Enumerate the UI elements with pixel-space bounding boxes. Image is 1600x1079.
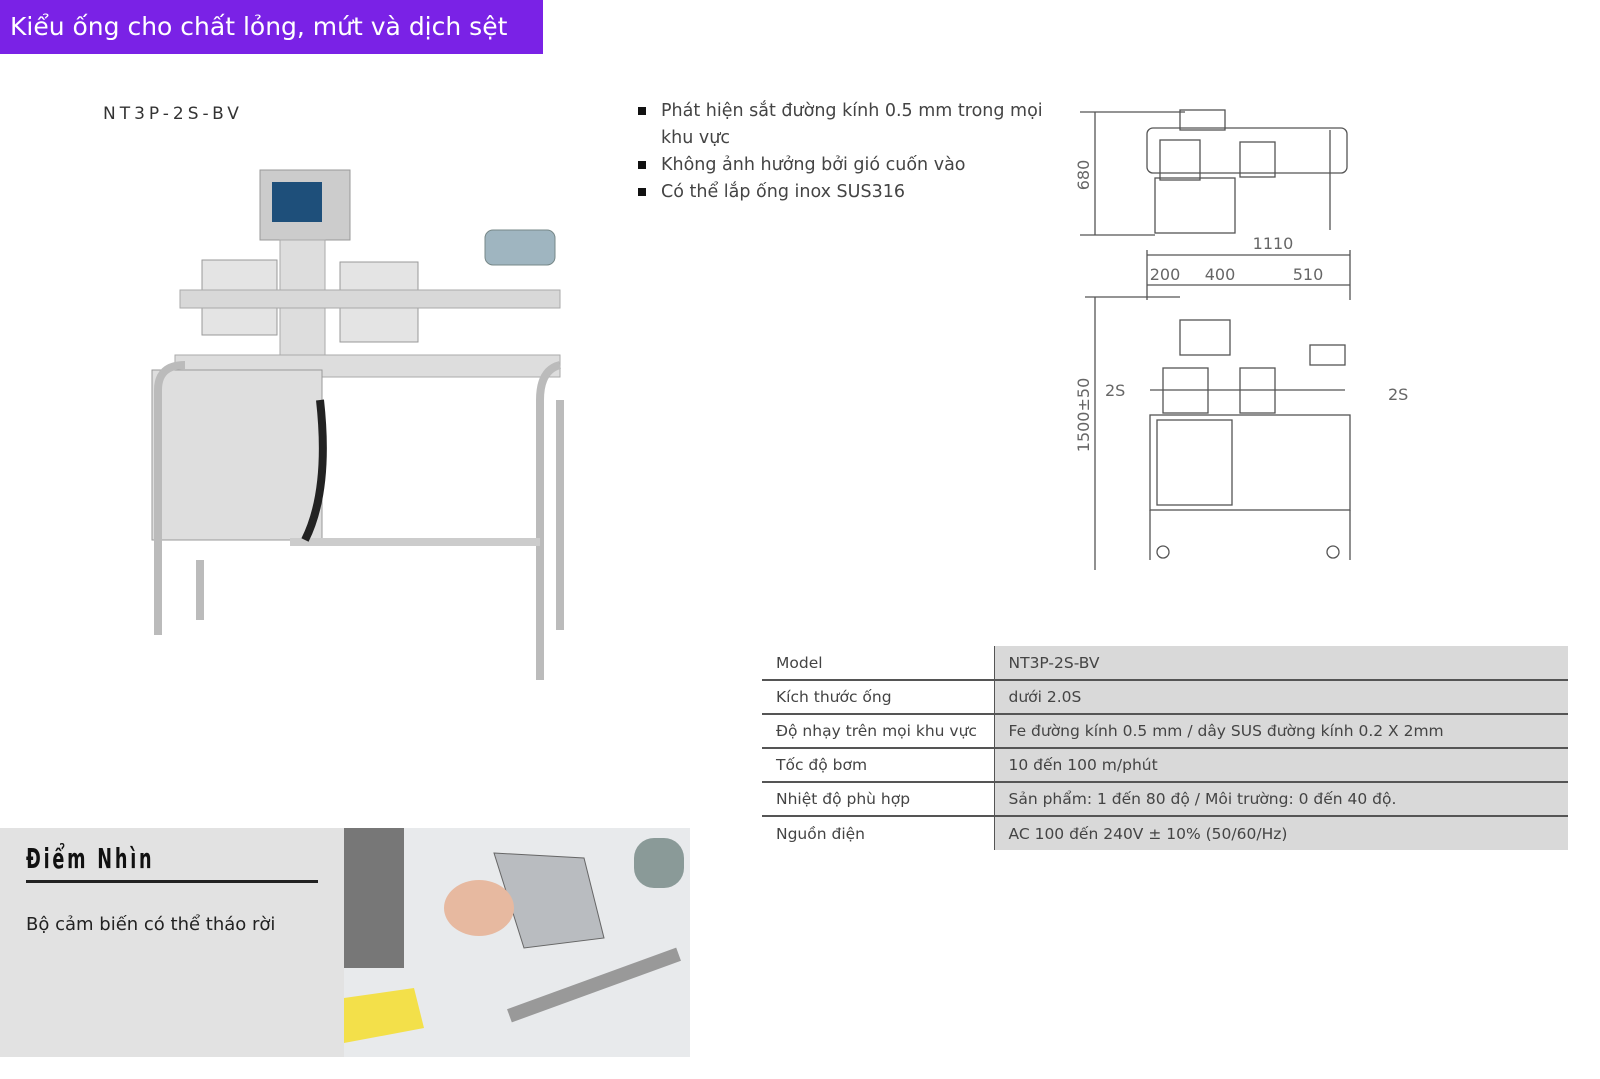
model-label: NT3P-2S-BV — [103, 104, 243, 124]
spec-key: Nhiệt độ phù hợp — [762, 782, 995, 817]
dim-seg1: 200 — [1150, 265, 1181, 284]
feature-item: Có thể lắp ống inox SUS316 — [637, 179, 1057, 206]
dim-width-total: 1110 — [1253, 234, 1294, 253]
divider — [26, 880, 318, 883]
highlight-panel: Điểm Nhìn Bộ cảm biến có thể tháo rời — [0, 828, 344, 1057]
dimension-drawing: 680 1110 200 400 510 1500±50 2S 2S — [1074, 109, 1408, 570]
spec-value: 10 đến 100 m/phút — [994, 748, 1568, 783]
page-title-banner: Kiểu ống cho chất lỏng, mứt và dịch sệt — [0, 0, 543, 54]
dim-height-top: 680 — [1074, 160, 1093, 191]
port-right-label: 2S — [1388, 385, 1408, 404]
spec-value: dưới 2.0S — [994, 680, 1568, 715]
spec-key: Kích thước ống — [762, 680, 995, 715]
feature-item: Phát hiện sắt đường kính 0.5 mm trong mọ… — [637, 98, 1057, 152]
spec-key: Độ nhạy trên mọi khu vực — [762, 714, 995, 749]
spec-value: Fe đường kính 0.5 mm / dây SUS đường kín… — [994, 714, 1568, 749]
feature-item: Không ảnh hưởng bởi gió cuốn vào — [637, 152, 1057, 179]
spec-value: NT3P-2S-BV — [994, 646, 1568, 681]
dim-seg3: 510 — [1293, 265, 1324, 284]
highlight-text: Bộ cảm biến có thể tháo rời — [26, 914, 276, 935]
spec-key: Model — [762, 646, 995, 681]
spec-key: Nguồn điện — [762, 816, 995, 850]
highlight-title: Điểm Nhìn — [26, 842, 155, 875]
dim-seg2: 400 — [1205, 265, 1236, 284]
product-photo — [151, 169, 564, 680]
sensor-photo — [344, 828, 690, 1057]
spec-key: Tốc độ bơm — [762, 748, 995, 783]
spec-value: Sản phẩm: 1 đến 80 độ / Môi trường: 0 đế… — [994, 782, 1568, 817]
spec-value: AC 100 đến 240V ± 10% (50/60/Hz) — [994, 816, 1568, 850]
feature-list: Phát hiện sắt đường kính 0.5 mm trong mọ… — [637, 98, 1057, 206]
dim-height-front: 1500±50 — [1074, 378, 1093, 452]
port-left-label: 2S — [1105, 381, 1125, 400]
